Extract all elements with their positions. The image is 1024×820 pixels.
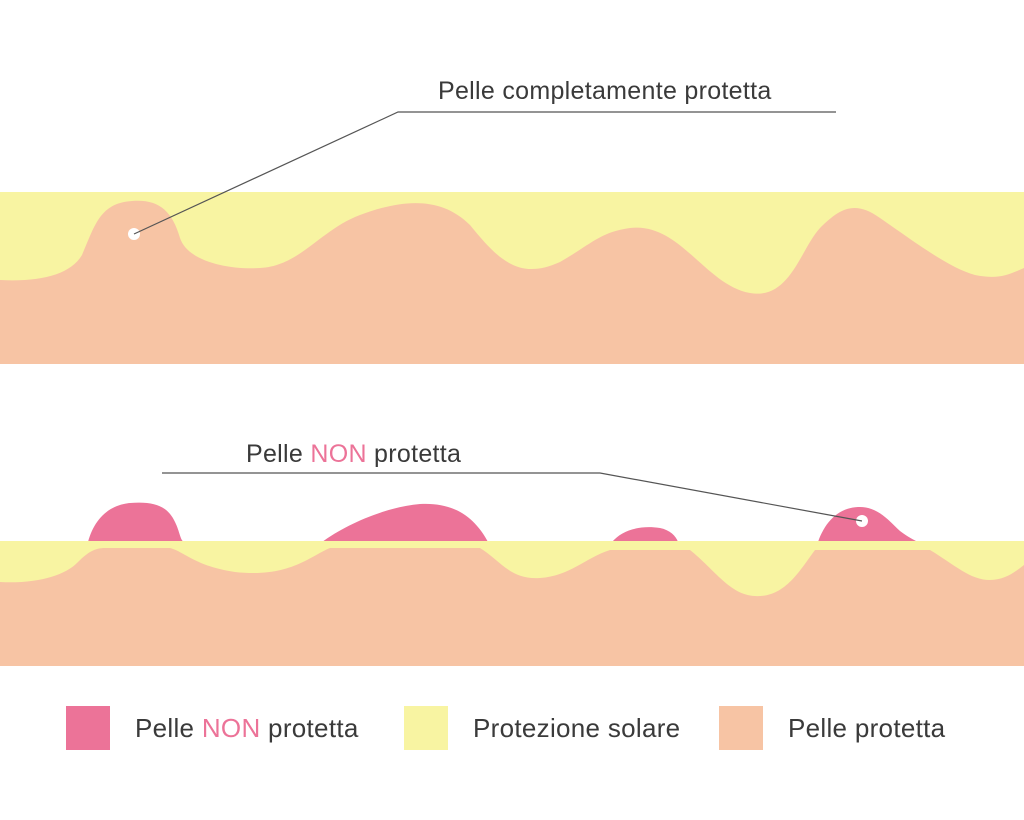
unprotected-bump-3 (612, 527, 678, 542)
legend-item-unprotected: Pelle NON protetta (66, 706, 359, 750)
bottom-callout-after: protetta (366, 440, 462, 468)
bottom-skin-surface (0, 548, 1024, 666)
legend-item-sunscreen: Protezione solare (404, 706, 680, 750)
top-skin-surface (0, 200, 1024, 364)
bottom-callout-label: Pelle NON protetta (246, 440, 461, 469)
unprotected-bump-4 (818, 506, 918, 542)
unprotected-bump-1 (88, 502, 184, 542)
legend-label-unprotected: Pelle NON protetta (135, 713, 359, 744)
bottom-callout-highlight: NON (310, 440, 367, 468)
unprotected-bump-2 (322, 503, 488, 542)
legend-label-sunscreen: Protezione solare (473, 712, 681, 743)
legend-swatch-unprotected (66, 706, 110, 750)
bottom-leader-line (162, 472, 863, 522)
top-callout-label: Pelle completamente protetta (438, 77, 772, 106)
top-leader-line (133, 111, 836, 235)
bottom-callout-before: Pelle (246, 440, 311, 468)
legend-swatch-protected (719, 706, 763, 750)
legend-label-protected: Pelle protetta (788, 712, 946, 743)
legend-swatch-sunscreen (404, 706, 448, 750)
top-panel (0, 111, 1024, 364)
legend-unprotected-before: Pelle (135, 712, 202, 743)
bottom-panel (0, 472, 1024, 666)
legend-unprotected-after: protetta (260, 712, 359, 743)
top-callout-text: Pelle completamente protetta (438, 77, 772, 105)
legend-unprotected-highlight: NON (201, 712, 261, 743)
legend-item-protected: Pelle protetta (719, 706, 945, 750)
